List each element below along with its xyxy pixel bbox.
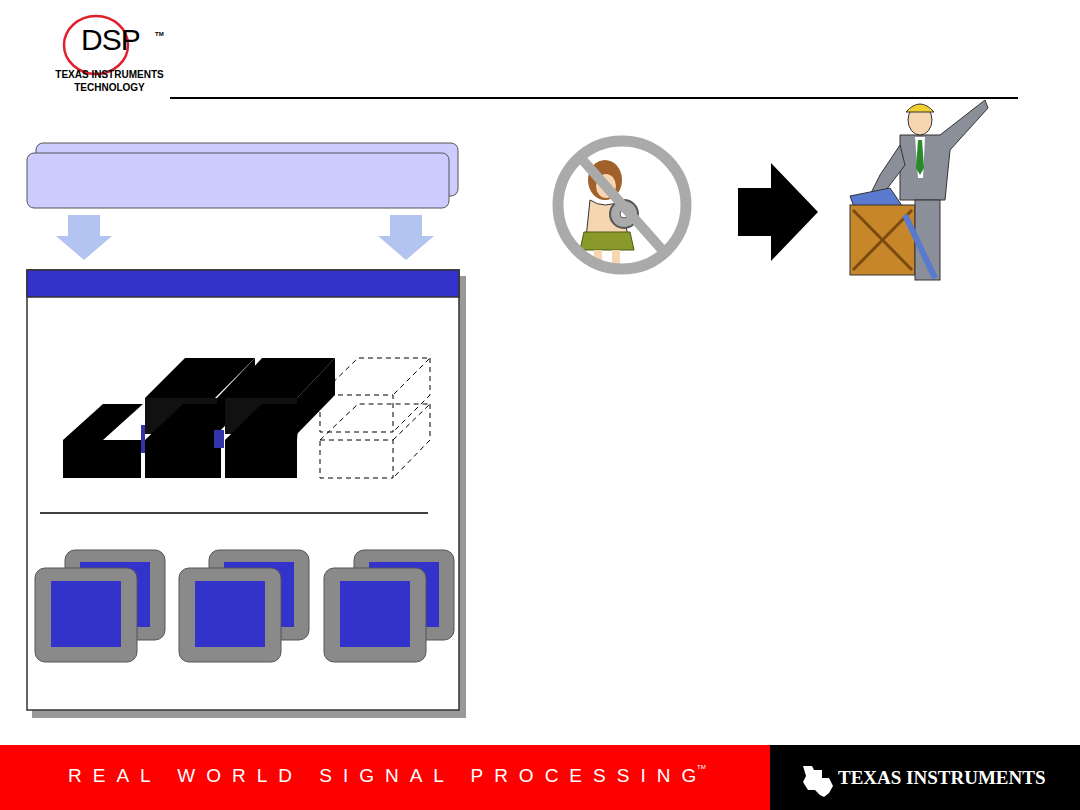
architect-figure <box>850 100 988 280</box>
panel <box>27 270 459 710</box>
divider <box>40 512 428 514</box>
logo-subtitle: TEXAS INSTRUMENTS TECHNOLOGY <box>52 68 167 94</box>
right-arrow <box>738 163 818 261</box>
down-arrow <box>56 215 112 260</box>
front-banner <box>27 153 449 208</box>
company-name: TEXAS INSTRUMENTS <box>838 768 1045 787</box>
block-stack <box>63 358 430 478</box>
header-rule <box>170 97 1018 99</box>
down-arrow <box>378 215 434 260</box>
monitor-pairs <box>35 550 454 662</box>
panel-header <box>27 270 459 297</box>
prohibition-slash <box>580 157 665 253</box>
prohibition-ring <box>558 141 686 269</box>
trademark: TM <box>697 764 706 770</box>
trademark: TM <box>155 31 164 37</box>
logo-text: DSP <box>81 25 140 55</box>
footer-black <box>770 745 1080 810</box>
footer-slogan: REAL WORLD SIGNAL PROCESSING <box>68 766 707 785</box>
footer-band <box>0 745 1080 810</box>
ti-emblem <box>803 766 833 797</box>
